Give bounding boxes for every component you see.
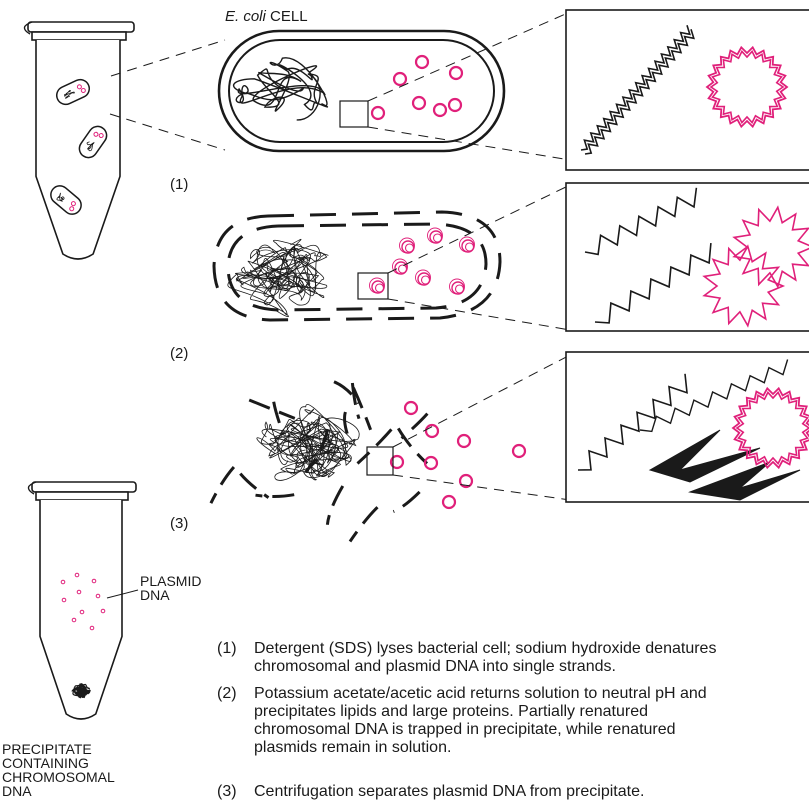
stage-label-2: (2) [170, 346, 188, 361]
tube-after-centrifugation [28, 482, 138, 719]
leader-line [393, 475, 570, 500]
membrane-fragment [249, 400, 295, 418]
cell-word: CELL [270, 8, 308, 25]
tube-2-lid [32, 482, 136, 492]
zoom-panels [566, 10, 809, 502]
membrane-fragment [393, 492, 419, 512]
stage-label-1: (1) [170, 177, 188, 192]
stage-label-3: (3) [170, 516, 188, 531]
leader-line [393, 355, 570, 447]
step-1: (1) Detergent (SDS) lyses bacterial cell… [217, 640, 807, 676]
renatured-plasmid [458, 435, 470, 447]
species-name: E. coli [225, 8, 266, 25]
leader-line [388, 185, 570, 273]
cell-title: E. coli CELL [225, 9, 308, 24]
step-number: (3) [217, 783, 254, 801]
tube-1-lid [28, 22, 134, 32]
renatured-plasmid [513, 445, 525, 457]
membrane-fragment [211, 467, 234, 503]
membrane-fragment [353, 388, 370, 430]
membrane-fragment [327, 486, 342, 525]
broken-inner-membrane [228, 224, 486, 310]
tube-1-body [36, 40, 120, 259]
membrane-fragment [402, 414, 428, 439]
step-number: (1) [217, 640, 254, 676]
renatured-plasmid [405, 402, 417, 414]
precipitate-label: PRECIPITATE CONTAINING CHROMOSOMAL DNA [2, 742, 115, 798]
step-text: Detergent (SDS) lyses bacterial cell; so… [254, 640, 807, 676]
zoom-box [367, 447, 393, 475]
step-2: (2) Potassium acetate/acetic acid return… [217, 685, 807, 757]
lysed-cell [214, 185, 570, 330]
plasmid-dna-label: PLASMID DNA [140, 574, 201, 602]
step-3: (3) Centrifugation separates plasmid DNA… [217, 783, 807, 801]
leader-line [110, 114, 225, 150]
leader-line [111, 40, 225, 76]
step-text: Potassium acetate/acetic acid returns so… [254, 685, 807, 757]
tube-1-rim [32, 32, 126, 40]
tube-with-cells [24, 22, 134, 259]
membrane-fragment [350, 507, 378, 541]
zoom-panel-2 [566, 183, 809, 331]
membrane-fragment [256, 495, 295, 497]
intact-ecoli-cell [110, 12, 570, 160]
tube-2-rim [36, 492, 128, 500]
renatured-plasmid [443, 496, 455, 508]
membrane-fragment [240, 474, 268, 498]
precipitate-and-plasmids [211, 355, 570, 542]
step-text: Centrifugation separates plasmid DNA fro… [254, 783, 807, 801]
step-number: (2) [217, 685, 254, 757]
membrane-fragment [345, 412, 351, 444]
